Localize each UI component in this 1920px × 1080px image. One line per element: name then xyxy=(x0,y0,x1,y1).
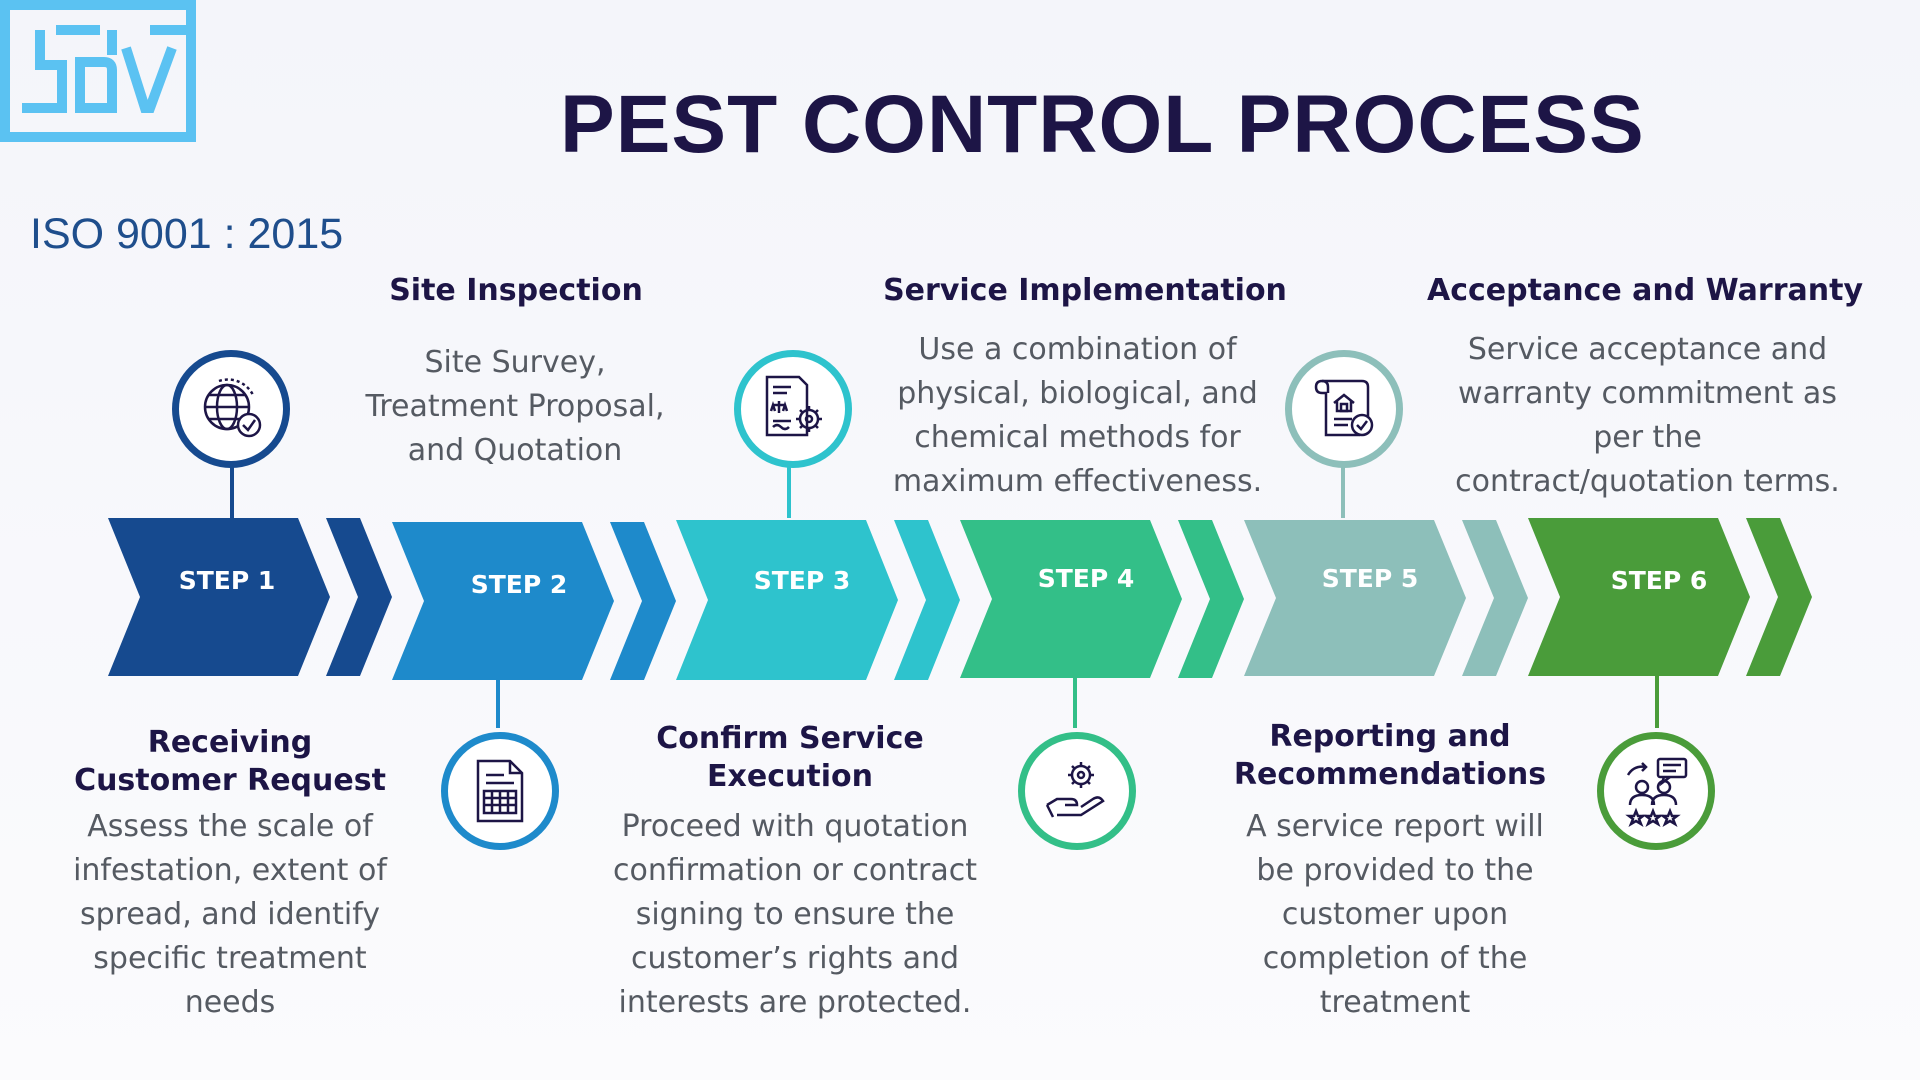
step-2-label: STEP 2 xyxy=(470,570,568,599)
document-table-icon xyxy=(476,759,524,823)
step-1-connector xyxy=(230,462,234,518)
step-1-chevron xyxy=(108,518,330,676)
step-6-icon-circle xyxy=(1597,732,1715,850)
description-line: contract/quotation terms. xyxy=(1455,464,1840,499)
step-3-label: STEP 3 xyxy=(753,566,851,595)
page-title: PEST CONTROL PROCESS xyxy=(560,79,1645,170)
heading-line: Service Implementation xyxy=(883,273,1287,308)
description-line: infestation, extent of xyxy=(73,853,387,888)
description-line: A service report will xyxy=(1246,809,1544,844)
step-6-connector xyxy=(1655,676,1659,728)
globe-check-icon xyxy=(203,378,262,438)
step-6-small-chevron xyxy=(1746,518,1812,676)
step-2-description: Site Survey, Treatment Proposal, and Quota… xyxy=(335,341,695,473)
step-5-description: A service report will be provided to the c… xyxy=(1210,805,1580,1025)
heading-line: Acceptance and Warranty xyxy=(1427,273,1863,308)
step-3-connector xyxy=(787,462,791,518)
heading-line: Customer Request xyxy=(74,763,386,798)
house-report-icon xyxy=(1314,379,1374,437)
description-line: Service acceptance and xyxy=(1467,332,1828,367)
step-4-chevron xyxy=(960,520,1182,678)
step-4-label: STEP 4 xyxy=(1037,564,1135,593)
heading-line: Execution xyxy=(707,759,873,794)
description-line: per the xyxy=(1593,420,1702,455)
step-5-label: STEP 5 xyxy=(1321,564,1419,593)
hand-gear-icon xyxy=(1045,762,1105,818)
step-1-label: STEP 1 xyxy=(178,566,276,595)
step-6-heading: Acceptance and Warranty xyxy=(1420,272,1870,310)
description-line: specific treatment xyxy=(93,941,367,976)
step-6-description: Service acceptance and warranty commitmen… xyxy=(1430,328,1865,504)
step-5-icon-circle xyxy=(1285,350,1403,468)
description-line: and Quotation xyxy=(407,433,623,468)
step-6-chevron xyxy=(1528,518,1750,676)
heading-line: Confirm Service xyxy=(656,721,924,756)
step-5-chevron xyxy=(1244,520,1466,676)
contract-scale-gear-icon xyxy=(765,375,822,437)
description-line: be provided to the xyxy=(1256,853,1534,888)
iso-certification-label: ISO 9001 : 2015 xyxy=(30,210,344,258)
description-line: Proceed with quotation xyxy=(621,809,969,844)
step-6-label: STEP 6 xyxy=(1610,566,1708,595)
description-line: warranty commitment as xyxy=(1458,376,1837,411)
description-line: Site Survey, xyxy=(424,345,606,380)
step-3-chevron xyxy=(676,520,898,680)
step-4-small-chevron xyxy=(1178,520,1244,678)
heading-line: Recommendations xyxy=(1233,757,1547,792)
step-5-small-chevron xyxy=(1462,520,1528,676)
heading-line: Receiving xyxy=(147,725,313,760)
step-2-chevron xyxy=(392,522,614,680)
step-4-connector xyxy=(1073,676,1077,728)
description-line: customer’s rights and xyxy=(630,941,960,976)
people-rating-icon xyxy=(1625,757,1688,827)
step-2-connector xyxy=(496,676,500,728)
step-4-heading: Service Implementation xyxy=(865,272,1305,310)
description-line: maximum effectiveness. xyxy=(892,464,1263,499)
step-2-icon-circle xyxy=(441,732,559,850)
step-1-small-chevron xyxy=(326,518,392,676)
step-1-description: Assess the scale of infestation, extent o… xyxy=(50,805,410,1025)
step-4-description: Use a combination of physical, biological… xyxy=(860,328,1295,504)
description-line: customer upon xyxy=(1281,897,1509,932)
description-line: needs xyxy=(184,985,276,1020)
description-line: Treatment Proposal, xyxy=(365,389,665,424)
description-line: signing to ensure the xyxy=(635,897,955,932)
step-1-icon-circle xyxy=(172,350,290,468)
heading-line: Site Inspection xyxy=(389,273,643,308)
description-line: interests are protected. xyxy=(618,985,972,1020)
description-line: confirmation or contract xyxy=(613,853,977,888)
step-3-description: Proceed with quotation confirmation or co… xyxy=(580,805,1010,1025)
step-3-icon-circle xyxy=(734,350,852,468)
description-line: spread, and identify xyxy=(79,897,380,932)
description-line: physical, biological, and xyxy=(897,376,1258,411)
description-line: Use a combination of xyxy=(918,332,1237,367)
description-line: Assess the scale of xyxy=(87,809,373,844)
step-2-heading: Site Inspection xyxy=(336,272,696,310)
step-3-small-chevron xyxy=(894,520,960,680)
step-4-icon-circle xyxy=(1018,732,1136,850)
description-line: completion of the xyxy=(1262,941,1528,976)
step-5-connector xyxy=(1341,462,1345,518)
sdv-logo xyxy=(0,0,196,146)
sdv-logo-icon xyxy=(0,0,196,142)
heading-line: Reporting and xyxy=(1269,719,1511,754)
step-2-small-chevron xyxy=(610,522,676,680)
description-line: chemical methods for xyxy=(914,420,1241,455)
description-line: treatment xyxy=(1319,985,1471,1020)
